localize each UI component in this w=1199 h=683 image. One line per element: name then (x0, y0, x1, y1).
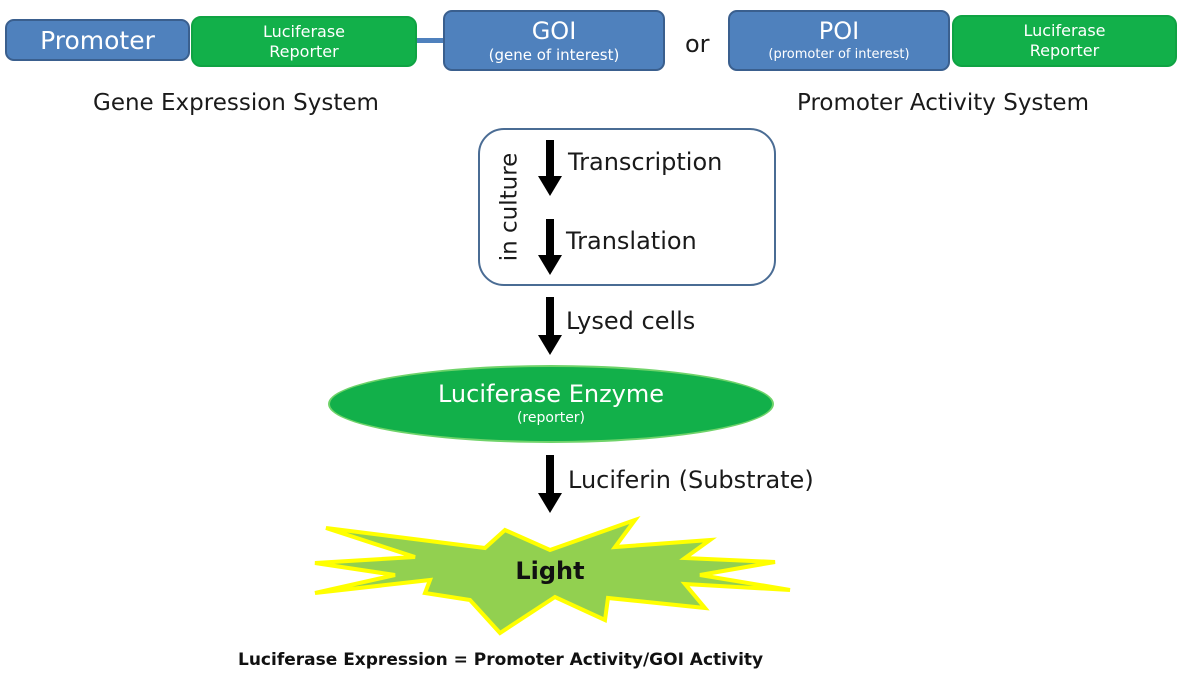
enzyme-sublabel: (reporter) (516, 410, 586, 426)
goi-label: GOI (531, 16, 577, 45)
equation-text: Luciferase Expression = Promoter Activit… (238, 650, 764, 670)
gene-expression-system-caption: Gene Expression System (93, 90, 379, 116)
reporter-label-line1: Luciferase (262, 21, 346, 41)
luciferase-reporter-box-right: Luciferase Reporter (952, 15, 1177, 67)
reporter-label-line2: Reporter (1029, 41, 1100, 60)
in-culture-label: in culture (492, 130, 526, 284)
starburst-polygon (314, 515, 791, 636)
reporter-label-line2: Reporter (269, 41, 339, 61)
or-separator: or (685, 30, 710, 58)
poi-box: POI (promoter of interest) (728, 10, 950, 71)
goi-sublabel: (gene of interest) (488, 45, 620, 64)
light-label: Light (515, 557, 585, 585)
poi-sublabel: (promoter of interest) (768, 46, 910, 62)
in-culture-box (478, 128, 776, 286)
promoter-label: Promoter (40, 25, 155, 55)
translation-arrow (538, 219, 562, 275)
promoter-activity-system-caption: Promoter Activity System (797, 90, 1089, 116)
light-burst: Light (310, 505, 800, 640)
luciferase-enzyme-ellipse: Luciferase Enzyme (reporter) (328, 365, 774, 443)
lysed-cells-label: Lysed cells (566, 307, 696, 335)
substrate-arrow (538, 455, 562, 513)
starburst-shape (314, 515, 791, 636)
promoter-box: Promoter (5, 19, 190, 61)
translation-label: Translation (566, 227, 697, 255)
poi-label: POI (818, 16, 860, 45)
construct-connector (417, 38, 445, 43)
in-culture-text: in culture (496, 152, 522, 262)
enzyme-label: Luciferase Enzyme (437, 380, 665, 408)
transcription-label: Transcription (568, 148, 723, 176)
luciferin-substrate-label: Luciferin (Substrate) (568, 466, 814, 494)
goi-box: GOI (gene of interest) (443, 10, 665, 71)
reporter-label-line1: Luciferase (1023, 21, 1106, 40)
lysis-arrow (538, 297, 562, 355)
transcription-arrow (538, 140, 562, 196)
luciferase-reporter-box-left: Luciferase Reporter (191, 16, 417, 67)
